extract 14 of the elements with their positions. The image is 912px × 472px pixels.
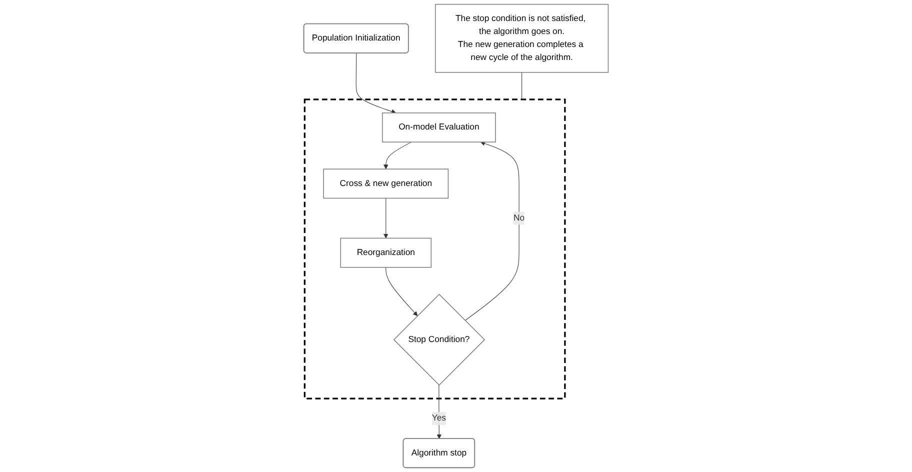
node-box: On-model Evaluation: [382, 112, 496, 142]
arrow: [464, 141, 520, 321]
arrow: [356, 52, 396, 114]
node-diamond: Stop Condition?: [393, 294, 486, 386]
arrow: [384, 142, 412, 170]
arrow: [386, 267, 418, 316]
arrow: [436, 384, 442, 439]
node-box: The stop condition is not satisfied, the algorithm goes on. The new generation completes a new cycle of the algorithm.: [434, 4, 609, 73]
node-box: Cross & new generation: [323, 168, 449, 199]
edge-label: Yes: [432, 414, 446, 423]
node-box: Reorganization: [340, 238, 432, 268]
edge-label: No: [514, 213, 525, 223]
cluster: [304, 98, 566, 400]
arrow: [384, 198, 388, 238]
